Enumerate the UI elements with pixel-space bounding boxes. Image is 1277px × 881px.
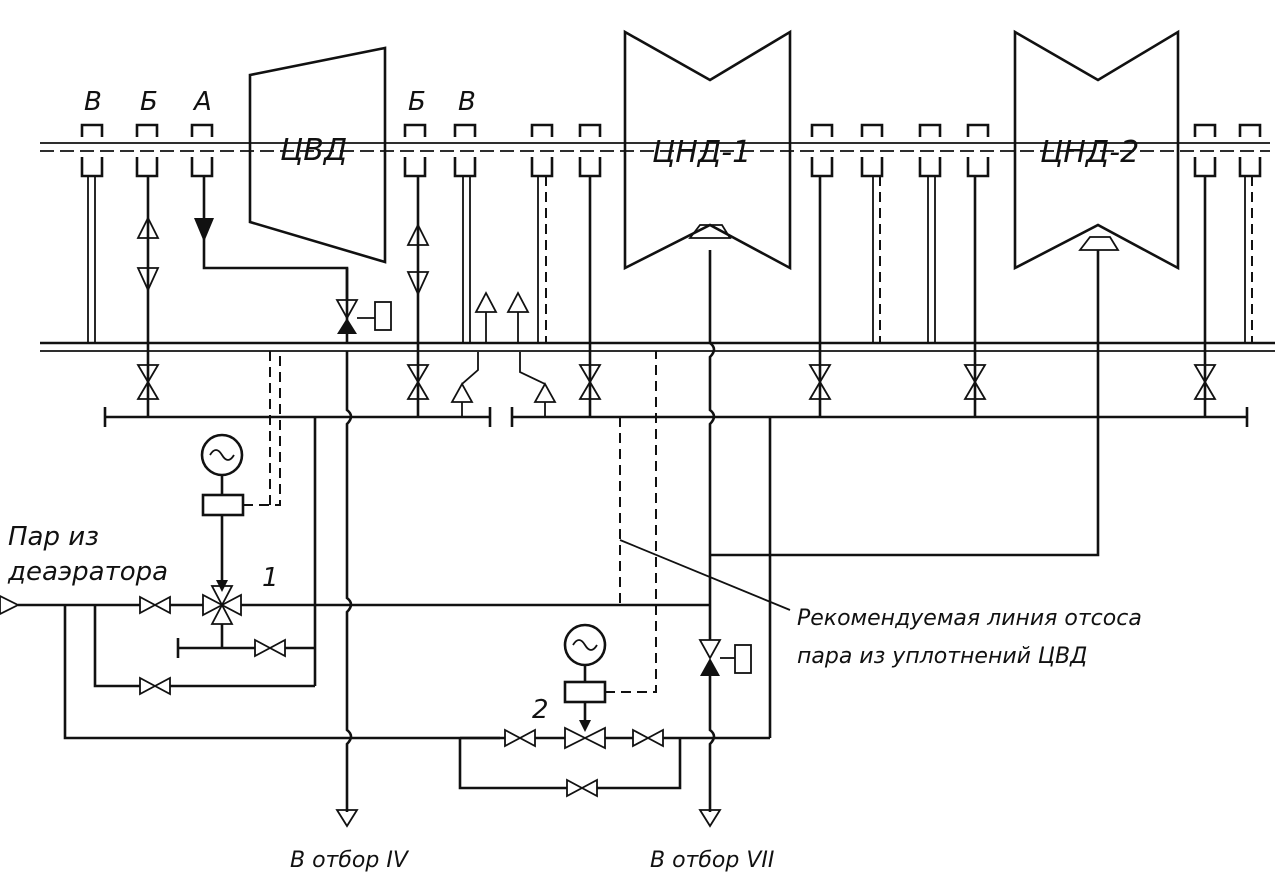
steam-inlet-label-1: Пар из	[8, 522, 99, 552]
check-valves-left	[136, 215, 530, 343]
seal-label-b-left: Б	[140, 87, 158, 117]
shaft-line	[40, 142, 1270, 152]
right-return-lines	[619, 250, 1100, 738]
lp2-cylinder-label: ЦНД-2	[1040, 135, 1139, 170]
hp-cylinder: ЦВД	[248, 46, 387, 264]
seal-label-v-right: В	[458, 87, 476, 117]
controller-1	[200, 350, 281, 592]
seal-label-v-left: В	[84, 87, 102, 117]
lp2-cylinder: ЦНД-2	[1013, 29, 1180, 271]
valve-1-label: 1	[262, 563, 279, 593]
extraction-vii-label: В отбор VII	[650, 848, 774, 873]
seal-pipes	[87, 176, 1253, 400]
extraction-iv-label: В отбор IV	[290, 848, 410, 873]
lp1-cylinder: ЦНД-1	[623, 29, 792, 271]
shaft-seals	[80, 123, 1262, 178]
recommended-line-note-1: Рекомендуемая линия отсоса	[797, 606, 1142, 631]
collector-header	[40, 341, 1275, 352]
seal-label-b-right: Б	[408, 87, 426, 117]
safety-valves	[450, 352, 557, 417]
controller-2	[563, 351, 657, 732]
recommended-line-note-2: пара из уплотнений ЦВД	[797, 644, 1087, 669]
hp-cylinder-label: ЦВД	[280, 133, 347, 168]
lower-valve-group	[458, 726, 770, 798]
lp1-cylinder-label: ЦНД-1	[652, 135, 751, 170]
line-to-extraction-vii	[698, 250, 752, 828]
hp-exhaust-valve	[335, 268, 392, 334]
valve-2-label: 2	[532, 695, 549, 725]
steam-inlet-label-2: деаэратора	[7, 557, 168, 587]
distribution-header	[103, 407, 1249, 427]
header-gate-valves	[136, 364, 1217, 417]
line-to-extraction-iv	[335, 351, 359, 828]
steam-inlet-line	[0, 417, 710, 740]
seal-label-a-left: А	[192, 87, 212, 117]
